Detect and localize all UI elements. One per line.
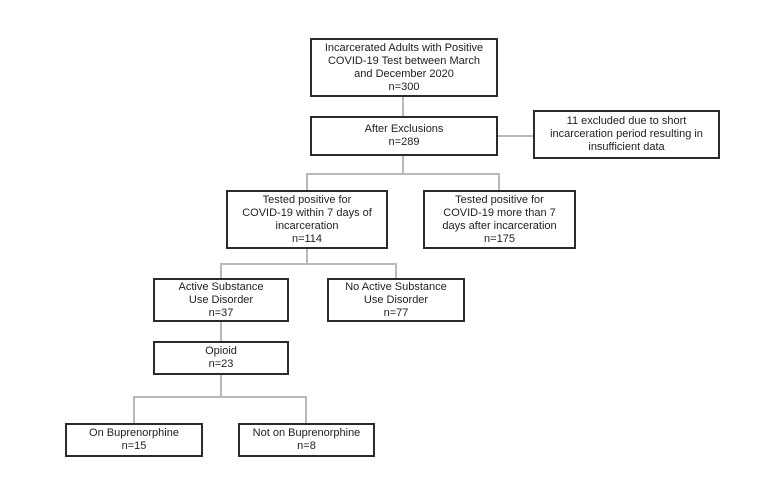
node-on-buprenorphine: On Buprenorphine n=15 — [65, 423, 203, 457]
node-text-line: incarceration — [275, 219, 339, 232]
node-count: n=175 — [484, 232, 515, 245]
node-count: n=15 — [121, 440, 147, 452]
node-text-line: 11 excluded due to short — [566, 115, 687, 127]
node-text-line: After Exclusions — [364, 123, 444, 135]
node-text-line: No Active Substance — [345, 280, 447, 293]
node-text-line: COVID-19 within 7 days of — [242, 206, 372, 219]
node-count: n=114 — [291, 232, 323, 245]
node-text-line: incarceration period resulting in — [550, 128, 703, 140]
node-no-active-sud: No Active Substance Use Disorder n=77 — [327, 278, 465, 322]
node-text-line: Use Disorder — [188, 293, 254, 306]
node-text-line: Tested positive for — [455, 193, 544, 206]
node-text-line: Not on Buprenorphine — [252, 427, 361, 439]
node-opioid: Opioid n=23 — [153, 341, 289, 375]
node-count: n=77 — [383, 306, 409, 319]
node-text-line: COVID-19 more than 7 — [443, 206, 556, 219]
node-text-line: insufficient data — [588, 141, 665, 153]
node-not-on-buprenorphine: Not on Buprenorphine n=8 — [238, 423, 375, 457]
node-text-line: and December 2020 — [354, 67, 454, 80]
node-active-sud: Active Substance Use Disorder n=37 — [153, 278, 289, 322]
node-text-line: On Buprenorphine — [89, 427, 179, 439]
node-count: n=289 — [388, 136, 420, 148]
node-text-line: COVID-19 Test between March — [327, 54, 481, 67]
connector-n7-split — [133, 375, 222, 423]
node-count: n=23 — [208, 358, 234, 370]
node-text-line: Opioid — [205, 345, 237, 357]
node-count: n=300 — [388, 80, 420, 93]
node-within-7-days: Tested positive for COVID-19 within 7 da… — [226, 190, 388, 249]
node-count: n=37 — [208, 306, 234, 319]
connector-n3-n6 — [307, 263, 397, 278]
node-text-line: Tested positive for — [262, 193, 352, 206]
node-text-line: days after incarceration — [442, 219, 557, 232]
node-more-than-7-days: Tested positive for COVID-19 more than 7… — [423, 190, 576, 249]
connector-n2-split — [306, 156, 404, 190]
connector-n2-n4 — [403, 173, 500, 190]
node-text-line: Use Disorder — [363, 293, 429, 306]
node-incarcerated-adults: Incarcerated Adults with Positive COVID-… — [310, 38, 498, 97]
node-excluded: 11 excluded due to short incarceration p… — [533, 110, 720, 159]
node-count: n=8 — [297, 440, 316, 452]
connector-n3-split — [220, 249, 308, 278]
connector-n7-n9 — [221, 396, 307, 423]
node-after-exclusions: After Exclusions n=289 — [310, 116, 498, 156]
node-text-line: Incarcerated Adults with Positive — [324, 41, 484, 54]
node-text-line: Active Substance — [178, 280, 264, 293]
